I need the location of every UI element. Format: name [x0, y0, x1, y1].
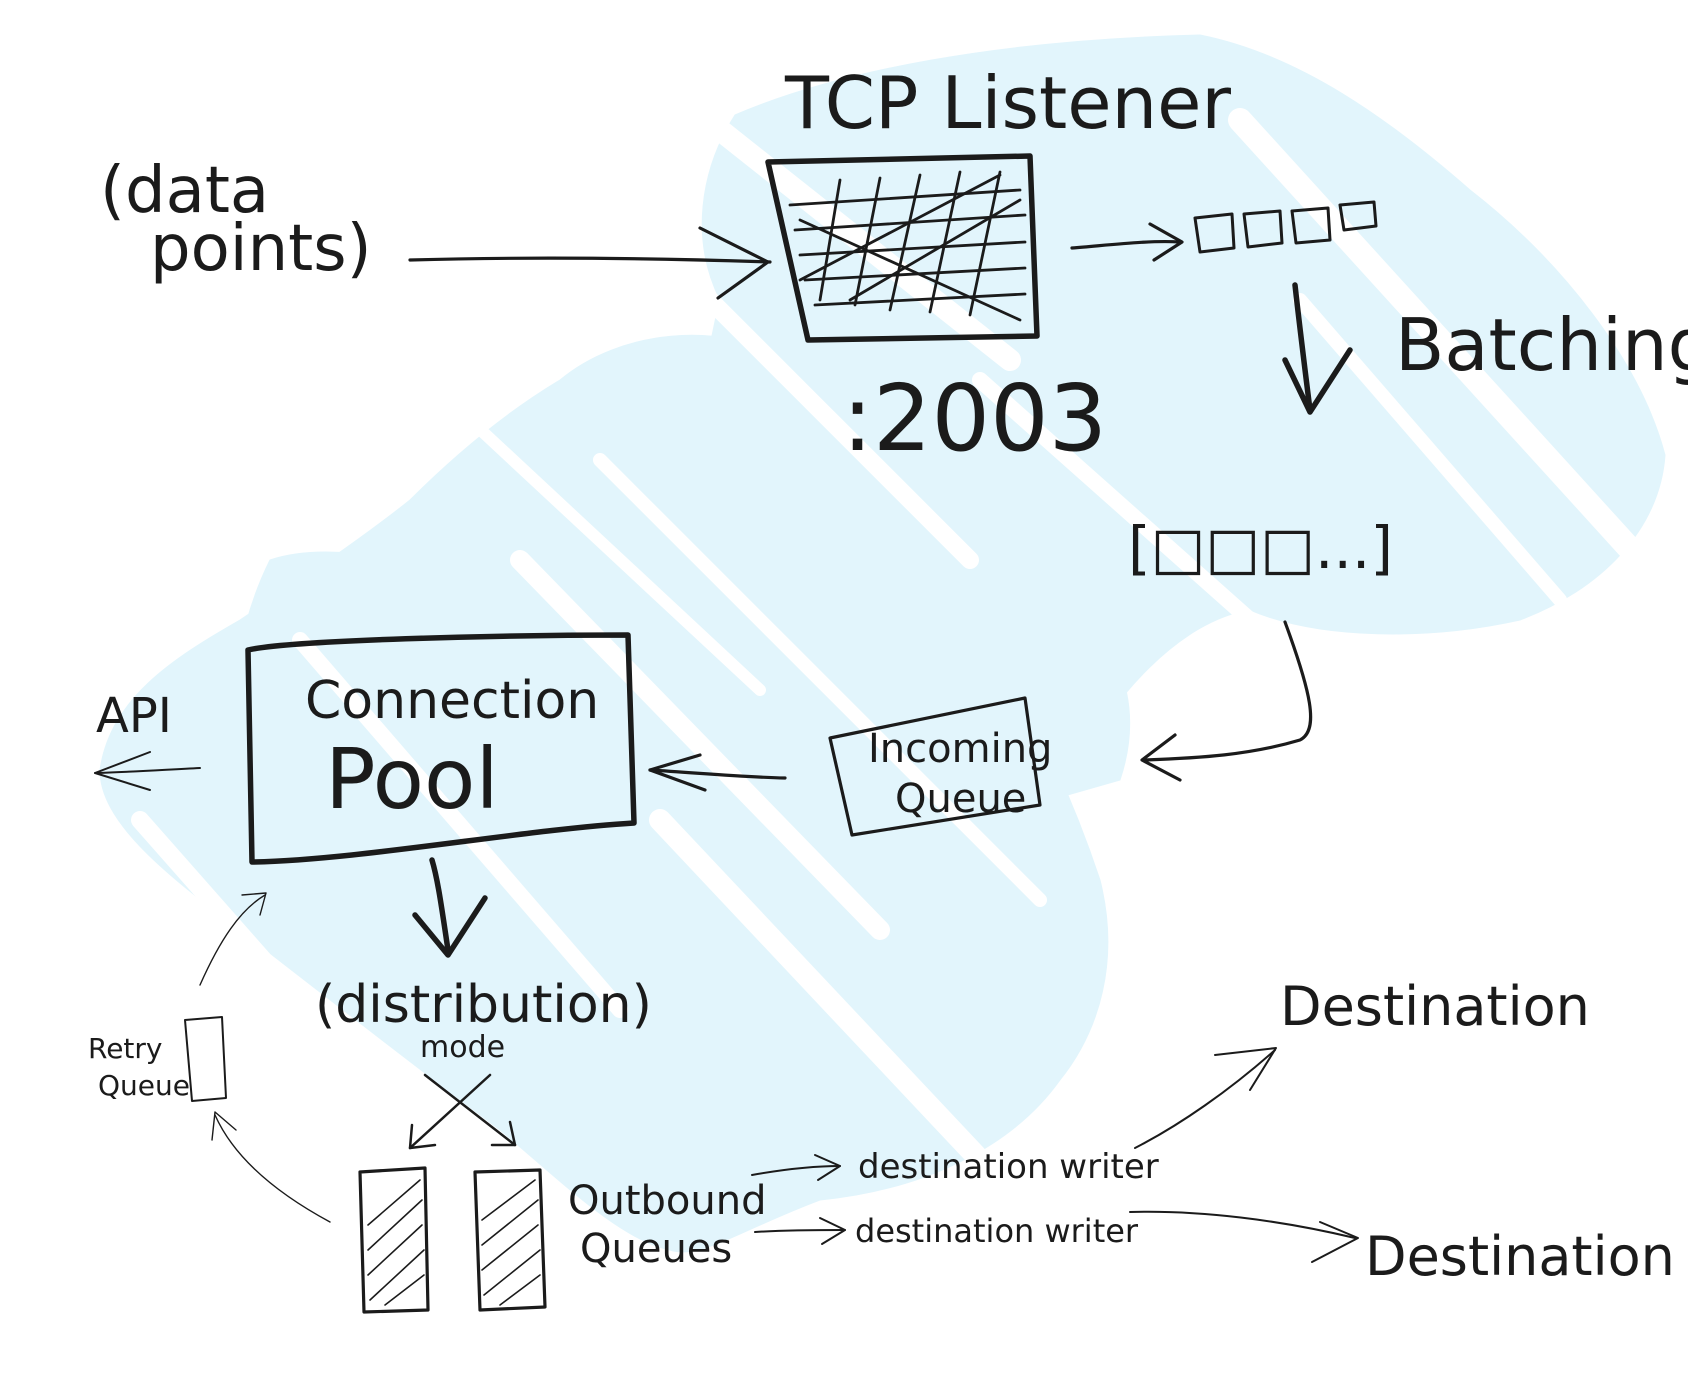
connection-pool-line2: Pool	[325, 730, 499, 828]
arrow-retry-to-pool	[199, 892, 267, 986]
hatched-box-icon	[788, 170, 1027, 322]
small-squares-icon	[1193, 200, 1378, 254]
destination-1: Destination	[1280, 975, 1590, 1038]
data-points-label: (data points)	[100, 154, 372, 286]
incoming-queue-line1: Incoming	[868, 726, 1052, 772]
arrow-writer-to-destination-2	[1129, 1210, 1359, 1263]
retry-queue: Retry Queue	[88, 1016, 227, 1102]
arrow-pool-to-api	[94, 751, 201, 791]
incoming-queue-line2: Queue	[895, 776, 1026, 822]
hatched-queue-icon	[367, 1179, 425, 1306]
arrow-data-to-listener	[408, 226, 772, 300]
crossing-arrows	[408, 1073, 517, 1150]
retry-queue-line1: Retry	[88, 1032, 162, 1065]
hatched-queue-icon	[481, 1179, 541, 1306]
arrow-incoming-to-pool	[648, 753, 787, 792]
outbound-queues-line2: Queues	[580, 1226, 732, 1272]
outbound-queue-2	[473, 1168, 547, 1312]
distribution-mode-line2: mode	[420, 1030, 505, 1065]
destination-writer-1: destination writer	[858, 1147, 1159, 1187]
distribution-mode-line1: (distribution)	[315, 975, 652, 1035]
api-label: API	[96, 688, 172, 744]
outbound-queue-1	[358, 1166, 430, 1314]
arrow-outbound-to-writer-1	[751, 1154, 841, 1181]
destination-2: Destination	[1365, 1225, 1675, 1288]
port-label: :2003	[842, 365, 1107, 472]
data-points-line2: points)	[150, 212, 372, 286]
arrow-outbound-to-writer-2	[754, 1217, 846, 1245]
destination-writer-2: destination writer	[855, 1212, 1139, 1250]
arrow-outbound-to-retry	[211, 1111, 331, 1223]
data-points-line1: (data	[100, 154, 269, 228]
arrow-writer-to-destination-1	[1134, 1047, 1277, 1149]
connection-pool-line1: Connection	[305, 671, 599, 731]
connection-pool-box: Connection Pool	[245, 632, 637, 865]
batch-bracket: [□□□...]	[1128, 514, 1393, 582]
tcp-listener-title: TCP Listener	[784, 61, 1231, 145]
batching-label: Batching	[1395, 303, 1688, 387]
retry-queue-line2: Queue	[98, 1069, 190, 1102]
arrow-listener-to-squares	[1070, 222, 1184, 262]
arrow-batching-down	[1282, 282, 1353, 415]
incoming-queue-box: Incoming Queue	[828, 696, 1052, 837]
arrow-batch-to-incoming	[1140, 620, 1313, 782]
tcp-listener-box	[765, 153, 1040, 343]
outbound-queues-line1: Outbound	[568, 1178, 766, 1224]
distribution-mode-label: (distribution) mode	[315, 975, 652, 1065]
arrow-pool-to-distribution	[412, 857, 488, 958]
